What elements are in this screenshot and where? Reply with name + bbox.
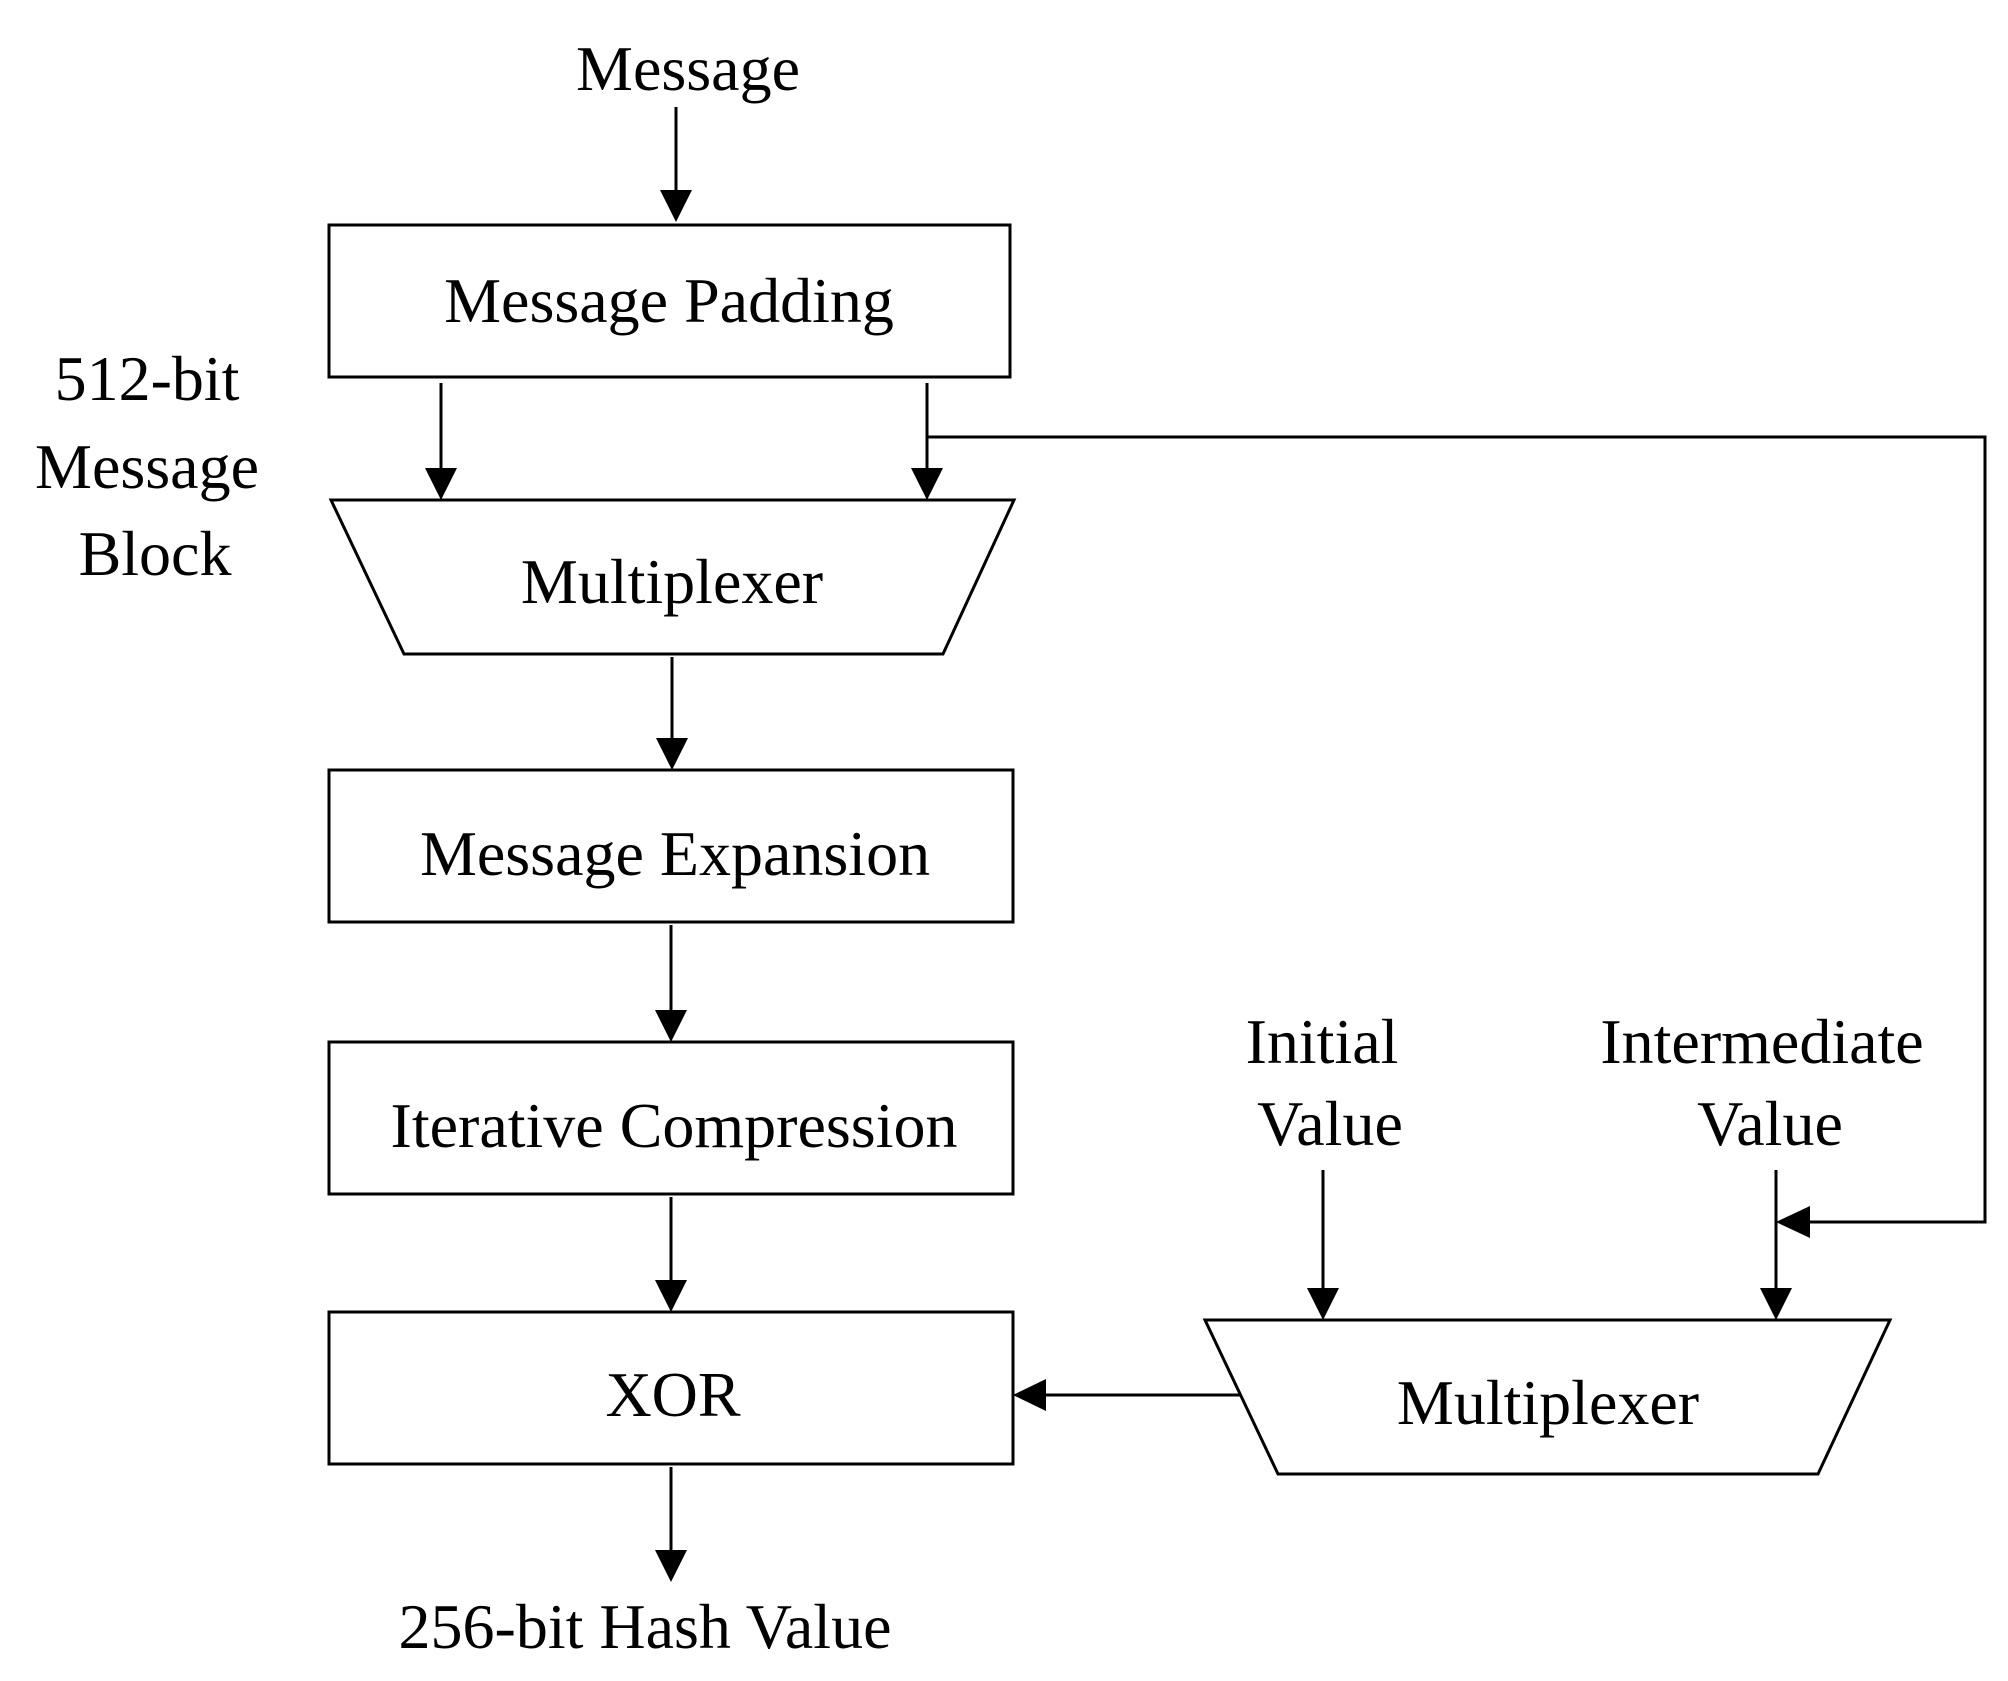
xor-label: XOR bbox=[605, 1359, 740, 1430]
message-padding-block: Message Padding bbox=[327, 223, 1012, 379]
intermediate-value-label: Intermediate Value bbox=[1600, 1006, 1939, 1159]
message-expansion-block: Message Expansion bbox=[327, 768, 1015, 924]
message-block-label: 512-bit Message Block bbox=[35, 343, 275, 589]
xor-block: XOR bbox=[327, 1310, 1015, 1466]
iterative-compression-label: Iterative Compression bbox=[391, 1090, 958, 1161]
multiplexer-top-label: Multiplexer bbox=[521, 546, 823, 617]
message-input-label: Message bbox=[576, 33, 800, 104]
multiplexer-bottom-label: Multiplexer bbox=[1397, 1367, 1699, 1438]
feedback-line-to-intermediate bbox=[927, 435, 1987, 1224]
multiplexer-bottom: Multiplexer bbox=[1202, 1318, 1893, 1476]
arrowhead bbox=[660, 190, 692, 222]
arrowhead bbox=[425, 468, 457, 500]
arrowhead bbox=[655, 1010, 687, 1042]
hash-output-label: 256-bit Hash Value bbox=[399, 1591, 892, 1662]
arrowhead bbox=[1776, 1206, 1810, 1238]
multiplexer-top: Multiplexer bbox=[328, 498, 1017, 656]
iterative-compression-block: Iterative Compression bbox=[327, 1040, 1015, 1196]
arrowhead bbox=[655, 1550, 687, 1582]
arrowhead bbox=[656, 738, 688, 770]
arrowhead bbox=[1307, 1288, 1339, 1320]
arrowhead bbox=[655, 1280, 687, 1312]
arrowhead bbox=[911, 468, 943, 500]
message-padding-label: Message Padding bbox=[444, 265, 894, 336]
arrowhead bbox=[1013, 1379, 1046, 1411]
message-expansion-label: Message Expansion bbox=[420, 818, 930, 889]
arrowhead bbox=[1760, 1288, 1792, 1320]
initial-value-label: Initial Value bbox=[1246, 1006, 1415, 1159]
